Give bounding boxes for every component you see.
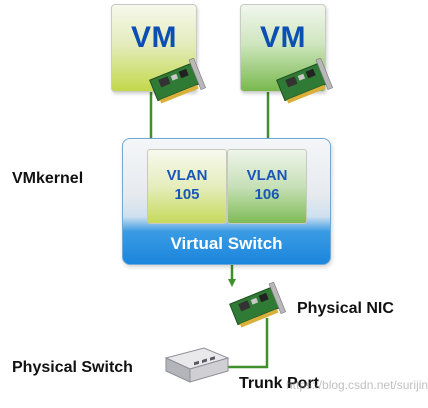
vlan-box-105: VLAN 105 [147, 149, 227, 224]
watermark: https://blog.csdn.net/surijing [286, 378, 428, 392]
physical-nic-label: Physical NIC [297, 300, 394, 317]
virtual-switch-title: Virtual Switch [170, 234, 283, 253]
vlan-box-106: VLAN 106 [227, 149, 307, 224]
trunk-port-label: Trunk Port [239, 375, 320, 392]
vlan-id: 105 [174, 186, 200, 203]
physical-switch-icon [164, 347, 230, 383]
vmkernel-label: VMkernel [12, 170, 84, 187]
nic-card-icon [276, 58, 334, 104]
virtual-switch: VLAN 105 VLAN 106 Virtual Switch [122, 138, 331, 265]
vlan-id: 106 [254, 186, 280, 203]
vm-label: VM [131, 21, 177, 54]
physical-switch-label: Physical Switch [12, 359, 133, 376]
vm-box-1: VM [111, 4, 197, 92]
vm-label: VM [260, 21, 306, 54]
vlan-name: VLAN [166, 167, 208, 184]
nic-card-icon [149, 58, 207, 104]
vlan-name: VLAN [246, 167, 288, 184]
nic-card-icon [229, 282, 287, 328]
link-nic-pswitch [218, 318, 269, 371]
